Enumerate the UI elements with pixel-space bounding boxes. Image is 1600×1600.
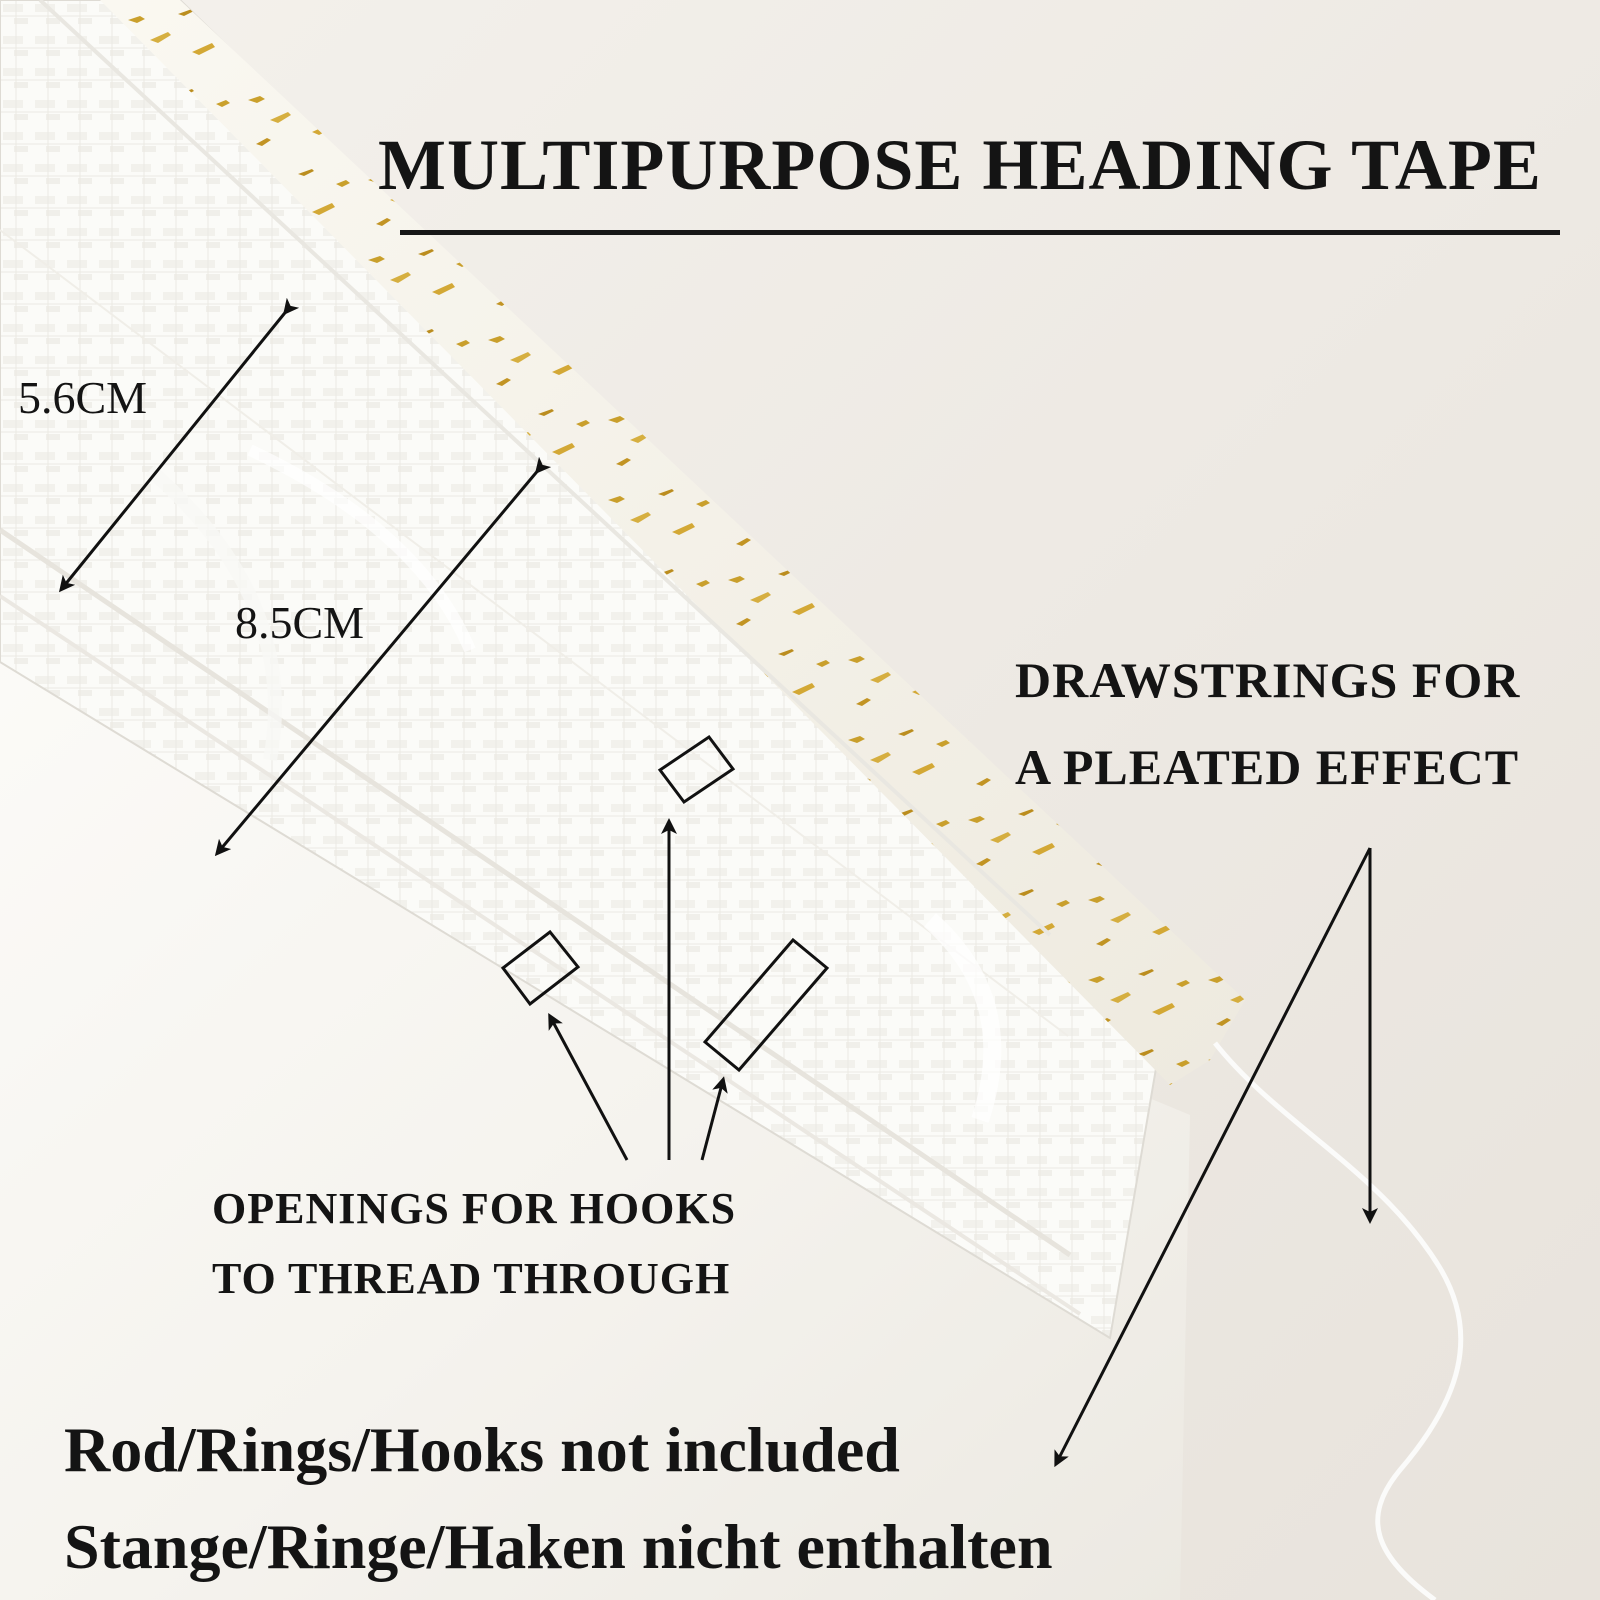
openings-label-line-2: TO THREAD THROUGH	[212, 1254, 731, 1303]
measurement-upper-width: 5.6CM	[18, 372, 148, 423]
drawstring-arrow-icon	[1054, 847, 1372, 1468]
hook-opening-outline-icon	[500, 929, 581, 1007]
measurement-lower-width: 8.5CM	[235, 597, 365, 648]
notice-german: Stange/Ringe/Haken nicht enthalten	[64, 1511, 1053, 1582]
thread-fray-2	[923, 913, 1002, 1123]
drawstring-cord	[1213, 1041, 1464, 1600]
hook-pointer-arrow-icon	[700, 1076, 728, 1161]
hook-opening-outline-icon	[702, 937, 830, 1073]
drawstrings-label-line-2: A PLEATED EFFECT	[1015, 739, 1520, 795]
title-rule	[400, 230, 1560, 235]
hook-opening-outline-icon	[657, 734, 736, 805]
openings-label-line-1: OPENINGS FOR HOOKS	[212, 1184, 737, 1233]
stitch-line-1	[0, 527, 1072, 1258]
stitch-line-2	[0, 594, 1082, 1316]
product-title: MULTIPURPOSE HEADING TAPE	[378, 125, 1542, 205]
gold-foil-pattern	[100, 0, 1245, 1085]
measurement-arrow-icon	[214, 456, 552, 857]
notice-english: Rod/Rings/Hooks not included	[64, 1414, 900, 1485]
measurement-arrow-icon	[58, 297, 300, 593]
drawstrings-label-line-1: DRAWSTRINGS FOR	[1015, 652, 1521, 708]
hook-pointer-arrow-icon	[548, 1012, 629, 1161]
